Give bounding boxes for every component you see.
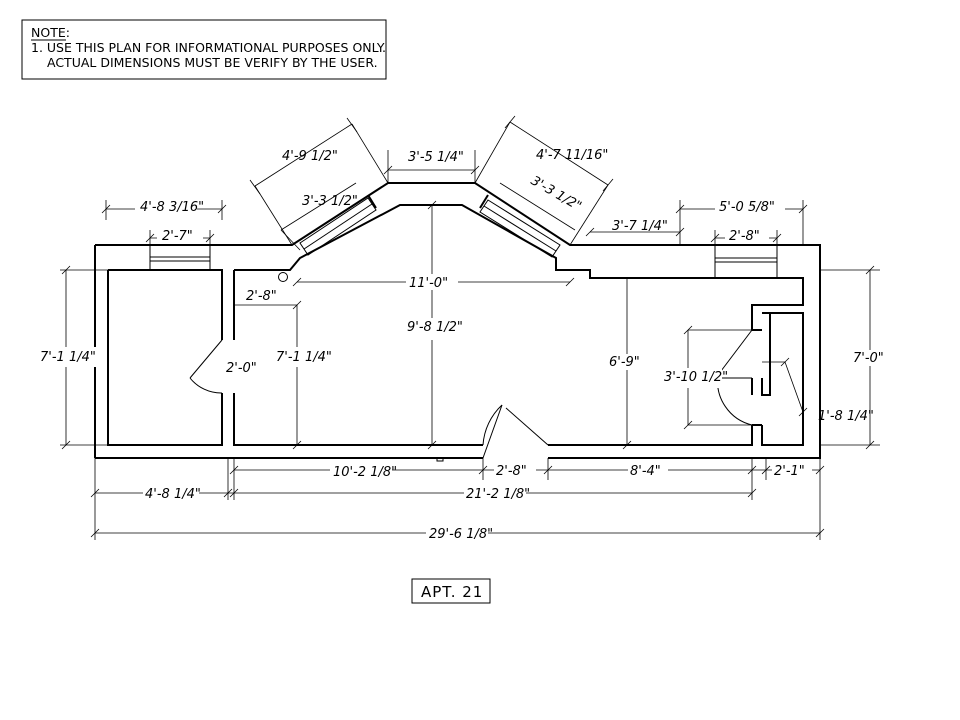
dim-angled-right-window: 3'-3 1/2" [528, 173, 584, 214]
dim-door-left: 2'-8" [246, 289, 277, 304]
dim-angled-right-outer: 4'-7 11/16" [536, 148, 608, 163]
dim-bottom-seg3: 8'-4" [630, 464, 661, 479]
dim-bath-door: 3'-10 1/2" [664, 370, 728, 385]
dim-bottom-left: 4'-8 1/4" [145, 487, 201, 502]
note-line-1: 1. USE THIS PLAN FOR INFORMATIONAL PURPO… [31, 40, 386, 55]
note-heading: NOTE: [31, 25, 70, 40]
dim-angled-left-outer: 4'-9 1/2" [282, 149, 338, 164]
dim-main-depth: 9'-8 1/2" [407, 320, 463, 335]
dim-room-depth-left: 7'-1 1/4" [276, 350, 332, 365]
dim-top-left-window: 2'-7" [162, 229, 193, 244]
dim-right-height: 7'-0" [853, 351, 884, 366]
dim-top-right-overall: 5'-0 5/8" [719, 200, 775, 215]
dim-right-step: 3'-7 1/4" [612, 219, 668, 234]
dim-top-right-window: 2'-8" [729, 229, 760, 244]
dim-closet-door: 2'-0" [226, 361, 257, 376]
dim-top-left-overall: 4'-8 3/16" [140, 200, 204, 215]
dim-bottom-seg4: 2'-1" [774, 464, 805, 479]
dim-bay-center: 3'-5 1/4" [408, 150, 464, 165]
dim-main-width: 11'-0" [409, 276, 448, 291]
dim-bottom-mid: 21'-2 1/8" [466, 487, 530, 502]
dim-left-height: 7'-1 1/4" [40, 350, 96, 365]
dimension-lines [60, 115, 880, 540]
windows [149, 194, 778, 279]
plan-title: APT. 21 [421, 583, 483, 601]
note-box: NOTE: 1. USE THIS PLAN FOR INFORMATIONAL… [21, 19, 387, 80]
doors [189, 272, 762, 462]
plan-title-box: APT. 21 [411, 578, 491, 604]
dim-bottom-door: 2'-8" [496, 464, 527, 479]
note-line-2: ACTUAL DIMENSIONS MUST BE VERIFY BY THE … [47, 55, 378, 70]
dim-right-depth: 6'-9" [609, 355, 640, 370]
dim-right-small: 1'-8 1/4" [818, 409, 874, 424]
outer-walls [94, 182, 821, 459]
dim-overall: 29'-6 1/8" [429, 527, 493, 542]
dim-bottom-seg1: 10'-2 1/8" [333, 465, 397, 480]
dim-angled-left-window: 3'-3 1/2" [302, 194, 358, 209]
